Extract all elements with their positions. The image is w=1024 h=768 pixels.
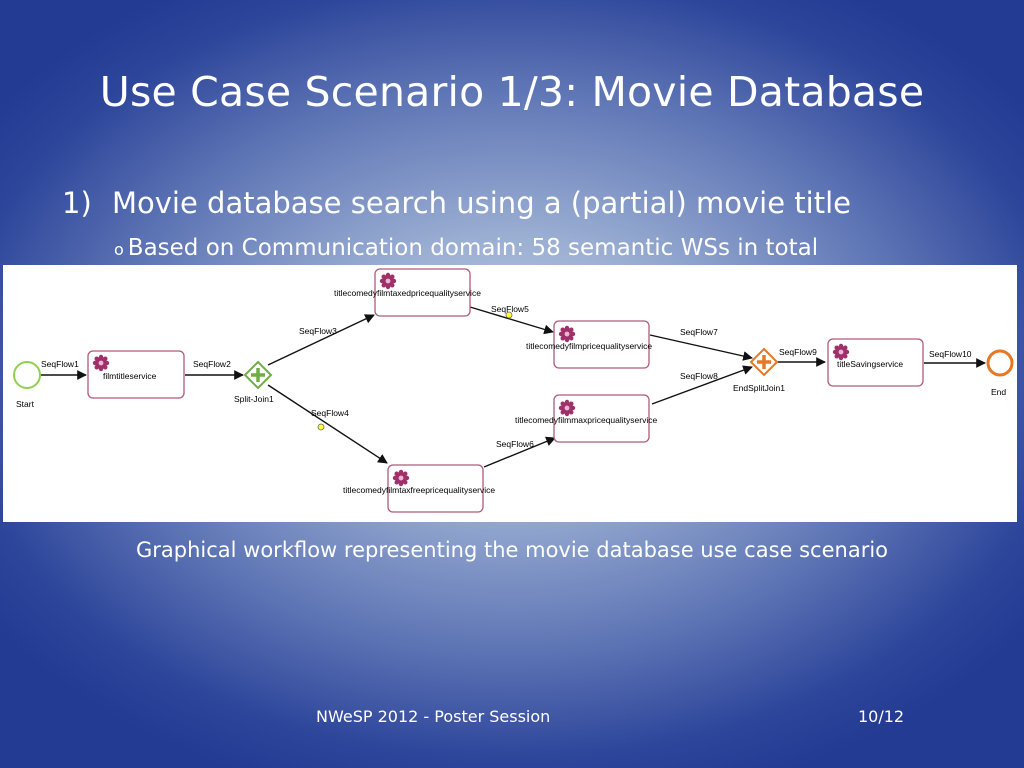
task-taxedprice[interactable]: titlecomedyfilmtaxedpricequalityservice [334,268,481,317]
seqflow-8-line [651,365,753,405]
split-gateway[interactable] [243,360,273,390]
gear-icon [558,325,576,343]
task-label: titleSavingservice [837,359,903,369]
point-number: 1) [62,186,92,220]
task-label: filmtitleservice [103,371,157,381]
point-text: Movie database search using a (partial) … [112,186,851,220]
task-label: titlecomedyfilmtaxfreepricequalityservic… [343,485,495,495]
task-label: titlecomedyfilmpricequalityservice [526,341,652,351]
flow-marker-dot [317,423,325,431]
gear-icon [832,343,850,361]
flow-marker-dot [505,311,513,319]
end-event-label: End [991,387,1006,397]
task-price[interactable]: titlecomedyfilmpricequalityservice [526,320,652,369]
task-taxfreeprice[interactable]: titlecomedyfilmtaxfreepricequalityservic… [343,464,495,513]
task-filmtitleservice[interactable]: filmtitleservice [87,350,185,399]
task-titlesavingservice[interactable]: titleSavingservice [827,338,924,387]
seqflow-9-label: SeqFlow9 [779,347,817,357]
join-gateway[interactable] [749,347,779,377]
seqflow-4-line [267,384,388,464]
seqflow-6-label: SeqFlow6 [496,439,534,449]
workflow-diagram: Start End Split-Join1 EndSplitJoin1 film… [3,265,1017,522]
gear-icon [92,354,110,372]
seqflow-7-line [649,334,753,361]
sub-bullet-text: Based on Communication domain: 58 semant… [127,235,819,261]
plus-icon [757,355,771,369]
seqflow-6-line [483,436,556,468]
gear-icon [558,399,576,417]
seqflow-10-label: SeqFlow10 [929,349,972,359]
slide-title: Use Case Scenario 1/3: Movie Database [99,68,925,116]
sequence-flows [40,306,986,468]
join-gateway-label: EndSplitJoin1 [733,383,785,393]
seqflow-5-label: SeqFlow5 [491,304,529,314]
gear-icon [392,469,410,487]
seqflow-2-label: SeqFlow2 [193,359,231,369]
diagram-caption: Graphical workflow representing the movi… [135,538,889,562]
gear-icon [379,272,397,290]
footer-text: NWeSP 2012 - Poster Session [316,707,551,726]
page-number: 10/12 [858,707,905,726]
task-label: titlecomedyfilmtaxedpricequalityservice [334,288,481,298]
seqflow-7-label: SeqFlow7 [680,327,718,337]
seqflow-1-label: SeqFlow1 [41,359,79,369]
sub-bullet-marker: o [114,240,124,259]
start-event-label: Start [16,399,35,409]
seqflow-8-label: SeqFlow8 [680,371,718,381]
seqflow-3-label: SeqFlow3 [299,326,337,336]
start-event-circle[interactable] [13,361,41,389]
workflow-svg: Start End Split-Join1 EndSplitJoin1 film… [13,268,1014,513]
split-gateway-label: Split-Join1 [234,394,274,404]
task-maxprice[interactable]: titlecomedyfilmmaxpricequalityservice [515,394,657,443]
task-label: titlecomedyfilmmaxpricequalityservice [515,415,657,425]
plus-icon [251,368,265,382]
seqflow-3-line [267,314,375,366]
bullet-point-1: 1) Movie database search using a (partial… [62,186,851,220]
seqflow-4-label: SeqFlow4 [311,408,349,418]
seqflow-5-line [469,306,554,335]
end-event-circle[interactable] [986,349,1014,377]
